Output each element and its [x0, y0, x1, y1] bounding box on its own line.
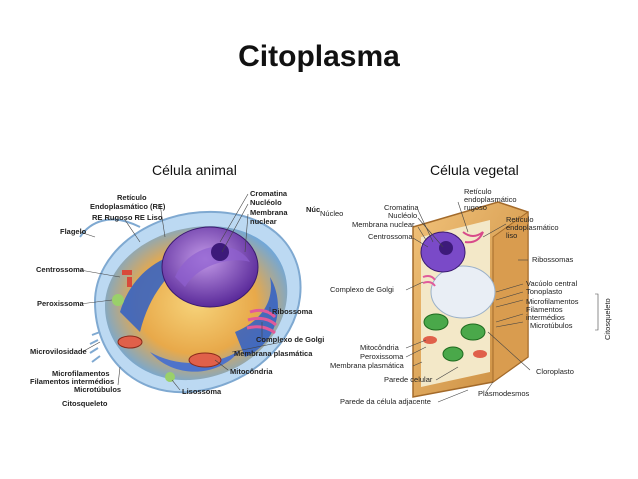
- label-v-membrana-plasmatica: Membrana plasmática: [330, 361, 405, 370]
- label-v-filamentos-1: Filamentos: [526, 305, 563, 314]
- label-v-membrana-nuclear: Membrana nuclear: [352, 220, 415, 229]
- animal-cell-heading: Célula animal: [152, 162, 237, 178]
- label-v-microfilamentos: Microfilamentos: [526, 297, 579, 306]
- label-flagelo: Flagelo: [60, 227, 87, 236]
- label-microvilosidade: Microvilosidade: [30, 347, 87, 356]
- label-nuclear: nuclear: [250, 217, 277, 226]
- label-v-parede-adjacente: Parede da célula adjacente: [340, 397, 431, 406]
- animal-cell-body: [79, 210, 302, 394]
- label-v-reticulo-liso-2: endoplasmático: [506, 223, 559, 232]
- label-v-reticulo-liso-1: Retículo: [506, 215, 534, 224]
- label-v-plasmodesmos: Plasmodesmos: [478, 389, 530, 398]
- plant-cell-diagram: Núcleo Cromatina Nucléolo Membrana nucle…: [320, 187, 612, 406]
- label-v-citosqueleto: Citosqueleto: [603, 298, 612, 340]
- label-reticulo: Retículo: [117, 193, 147, 202]
- label-re-rugoso-liso: RE Rugoso RE Liso: [92, 213, 163, 222]
- label-membrana-plasmatica: Membrana plasmática: [234, 349, 313, 358]
- label-mitocondria: Mitocôndria: [230, 367, 273, 376]
- label-filamentos-intermedios: Filamentos intermédios: [30, 377, 114, 386]
- label-microfilamentos: Microfilamentos: [52, 369, 110, 378]
- label-v-peroxissoma: Peroxissoma: [360, 352, 404, 361]
- label-lisossoma: Lisossoma: [182, 387, 222, 396]
- label-nucleo: Núcleo: [320, 209, 343, 218]
- label-membrana: Membrana: [250, 208, 288, 217]
- label-peroxissoma: Peroxissoma: [37, 299, 85, 308]
- plant-cell-body: [412, 201, 529, 398]
- label-v-tonoplasto: Tonoplasto: [526, 287, 562, 296]
- animal-cell-diagram: Retículo Endoplasmático (RE) RE Rugoso R…: [30, 189, 324, 408]
- label-citosqueleto: Citosqueleto: [62, 399, 108, 408]
- label-nucleolo: Nucléolo: [250, 198, 282, 207]
- label-v-mitocondria: Mitocôndria: [360, 343, 400, 352]
- label-v-reticulo-liso-3: liso: [506, 231, 517, 240]
- label-v-reticulo-rugoso-3: rugoso: [464, 203, 487, 212]
- label-v-filamentos-2: intermédios: [526, 313, 565, 322]
- label-v-complexo-golgi: Complexo de Golgi: [330, 285, 394, 294]
- page-title: Citoplasma: [238, 40, 400, 73]
- label-ribossoma: Ribossoma: [272, 307, 313, 316]
- animal-nucleus: [161, 226, 259, 308]
- label-v-parede-celular: Parede celular: [384, 375, 433, 384]
- label-v-ribossomas: Ribossomas: [532, 255, 574, 264]
- plant-cell-heading: Célula vegetal: [430, 162, 519, 178]
- label-centrossoma: Centrossoma: [36, 265, 85, 274]
- label-v-cloroplasto: Cloroplasto: [536, 367, 574, 376]
- label-v-cromatina: Cromatina: [384, 203, 419, 212]
- label-v-centrossoma: Centrossoma: [368, 232, 413, 241]
- label-nucleo-partial: Núc: [306, 205, 320, 214]
- label-cromatina: Cromatina: [250, 189, 288, 198]
- label-complexo-golgi: Complexo de Golgi: [256, 335, 324, 344]
- label-v-microtubulos: Microtúbulos: [530, 321, 573, 330]
- label-v-reticulo-rugoso-1: Retículo: [464, 187, 492, 196]
- plant-nucleus: [420, 231, 466, 273]
- label-v-nucleolo: Nucléolo: [388, 211, 417, 220]
- label-v-vacuolo-central: Vacúolo central: [526, 279, 577, 288]
- label-microtubulos: Microtúbulos: [74, 385, 121, 394]
- label-v-reticulo-rugoso-2: endoplasmático: [464, 195, 517, 204]
- label-endoplasmatico: Endoplasmático (RE): [90, 202, 166, 211]
